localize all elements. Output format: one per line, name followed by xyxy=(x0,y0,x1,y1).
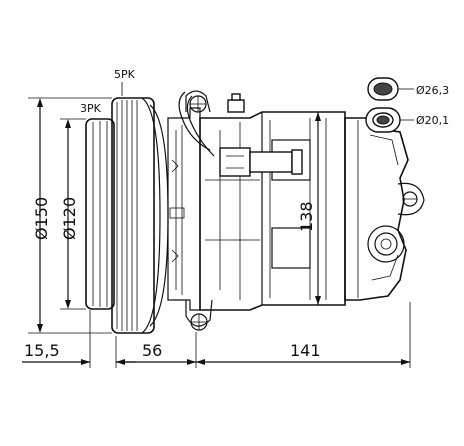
port-small xyxy=(365,107,401,133)
mounting-ear-right xyxy=(397,182,425,216)
rear-head xyxy=(344,117,409,301)
dim-15-5-label: 15,5 xyxy=(24,341,60,360)
dim-138-label: 138 xyxy=(297,201,316,232)
compressor-body xyxy=(199,111,346,311)
dim-141-label: 141 xyxy=(290,341,321,360)
pulley-5pk xyxy=(111,97,169,334)
port-large-label: Ø26,3 xyxy=(416,84,449,97)
dim-150: Ø150 xyxy=(28,97,112,334)
belt-5pk-label: 5PK xyxy=(114,68,136,81)
mounting-ear-top xyxy=(185,90,211,113)
clutch-housing xyxy=(167,107,201,311)
mounting-ear-bottom xyxy=(185,299,213,331)
valve-boss xyxy=(367,225,405,263)
dim-120: Ø120 xyxy=(60,118,86,310)
dim-138: 138 xyxy=(297,112,321,305)
dim-bottom: 15,5 56 141 xyxy=(22,302,411,368)
port-small-label: Ø20,1 xyxy=(416,114,449,127)
pulley-3pk xyxy=(85,118,115,310)
belt-3pk-label: 3PK xyxy=(80,102,102,115)
dim-150-label: Ø150 xyxy=(32,197,51,240)
dim-56-label: 56 xyxy=(142,341,162,360)
electrical-connector xyxy=(178,91,303,177)
dim-120-label: Ø120 xyxy=(60,197,79,240)
port-large xyxy=(367,77,399,101)
